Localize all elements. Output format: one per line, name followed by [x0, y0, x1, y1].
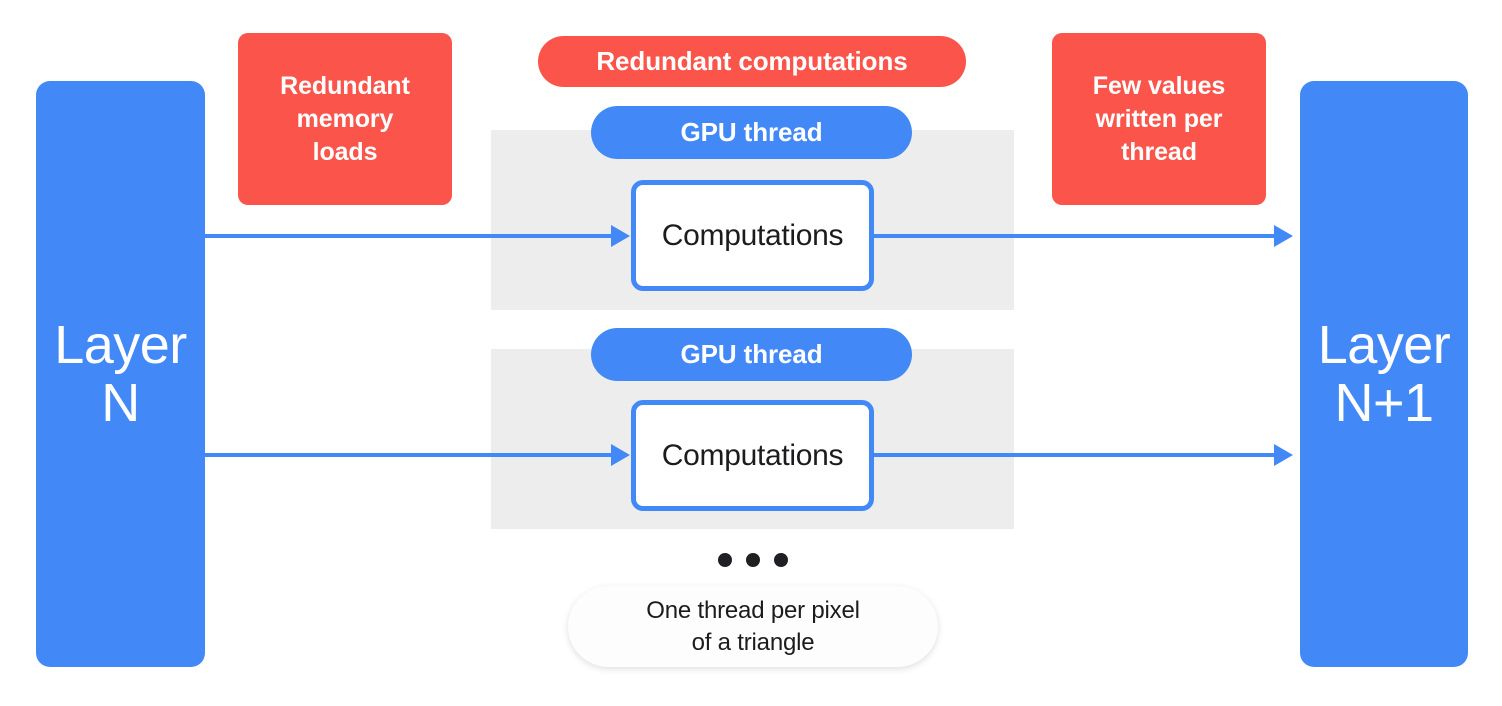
gpu-thread-label-2: GPU thread [591, 328, 912, 381]
callout-redundant-computations: Redundant computations [538, 36, 966, 87]
ellipsis-dot [718, 553, 732, 567]
callout-redundant-memory-loads: Redundant memory loads [238, 33, 452, 205]
arrow-layer-n-to-thread-2-line [205, 453, 615, 457]
arrow-layer-n-to-thread-2-head [611, 444, 630, 466]
layer-n-plus-1-block: Layer N+1 [1300, 81, 1468, 667]
ellipsis-more-threads-icon [718, 552, 788, 568]
arrow-thread-2-to-layer-n1-line [874, 453, 1274, 457]
gpu-thread-label-1: GPU thread [591, 106, 912, 159]
layer-n-block: Layer N [36, 81, 205, 667]
computations-box-2: Computations [631, 400, 874, 511]
ellipsis-dot [774, 553, 788, 567]
arrow-thread-1-to-layer-n1-head [1274, 225, 1293, 247]
callout-few-values-written-per-thread: Few values written per thread [1052, 33, 1266, 205]
arrow-thread-1-to-layer-n1-line [874, 234, 1274, 238]
arrow-layer-n-to-thread-1-line [205, 234, 615, 238]
arrow-thread-2-to-layer-n1-head [1274, 444, 1293, 466]
caption-one-thread-per-pixel: One thread per pixel of a triangle [568, 586, 938, 667]
arrow-layer-n-to-thread-1-head [611, 225, 630, 247]
computations-box-1: Computations [631, 180, 874, 291]
ellipsis-dot [746, 553, 760, 567]
